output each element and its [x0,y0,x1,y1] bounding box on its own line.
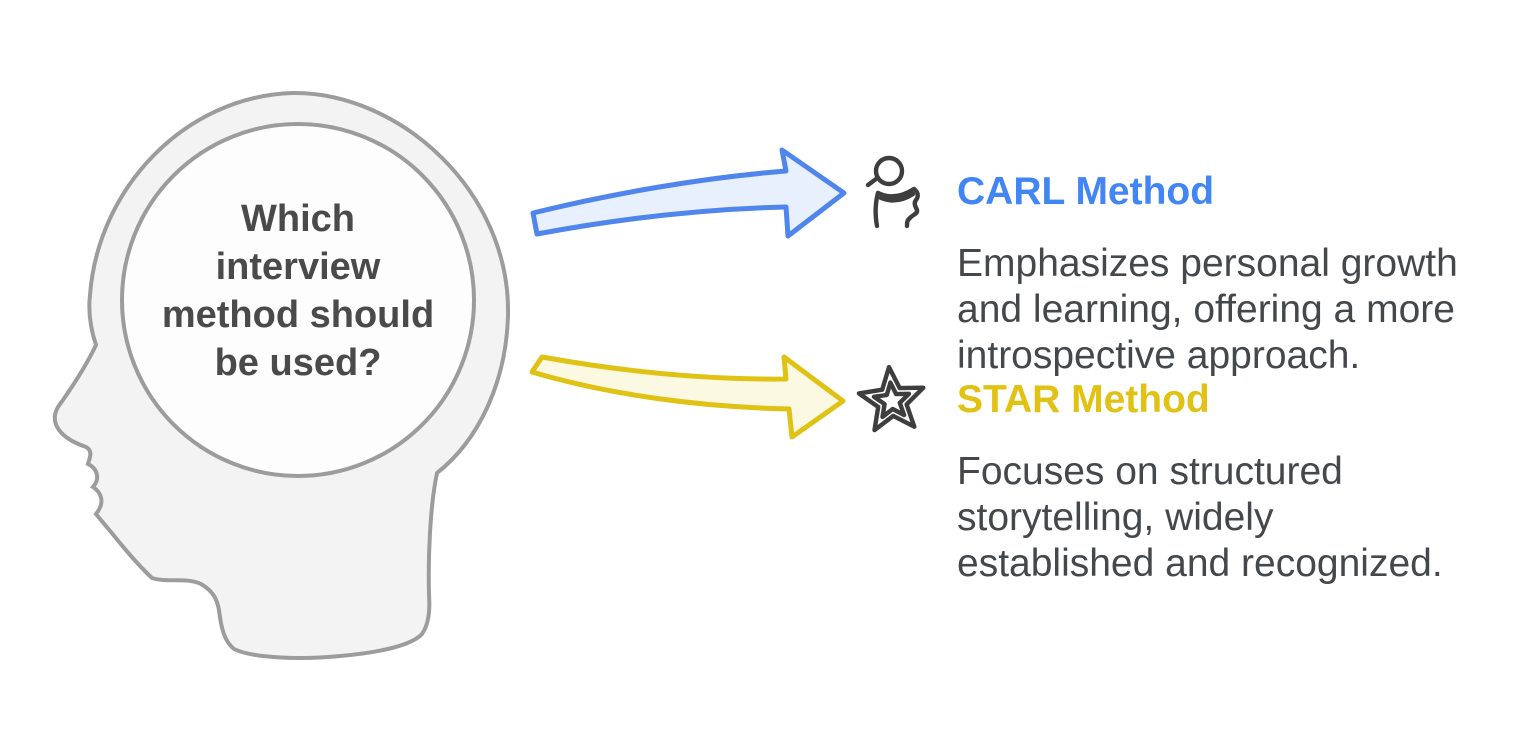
carl-method-title: CARL Method [957,170,1215,213]
question-text: Which interview method should be used? [161,198,435,384]
star-arrow [529,354,846,440]
thinking-head-silhouette [53,90,511,660]
carl-arrow [530,147,847,239]
star-method-description: Focuses on structured storytelling, wide… [957,450,1443,585]
star-icon [856,364,926,433]
person-icon [865,155,920,229]
thought-bubble-circle [120,122,476,478]
star-method-title: STAR Method [957,378,1210,421]
carl-method-description: Emphasizes personal growth and learning,… [957,242,1458,377]
